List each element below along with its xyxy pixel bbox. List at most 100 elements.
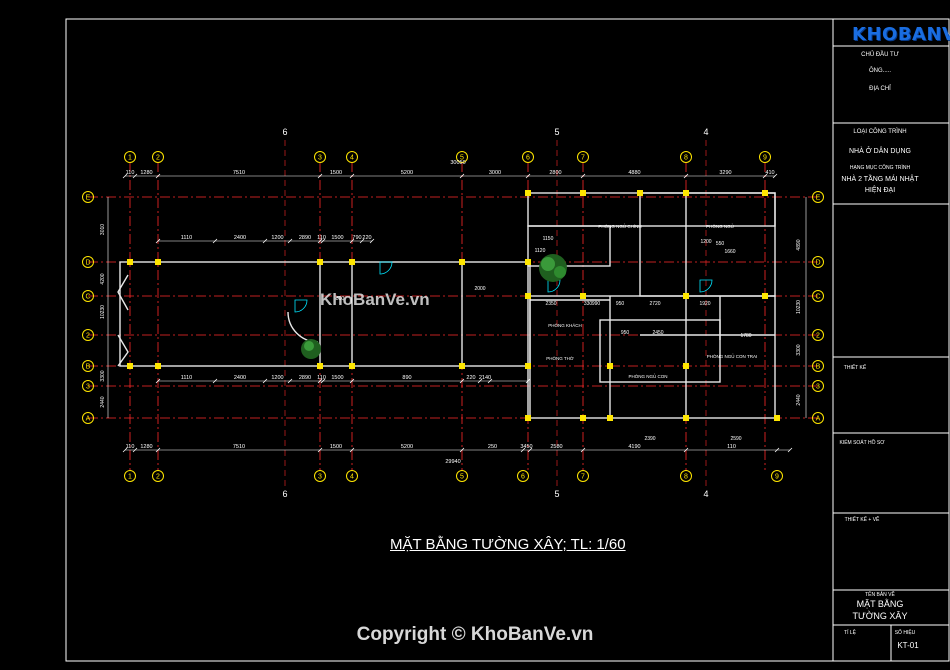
dim-inner-top-tick bbox=[287, 238, 293, 244]
column-post bbox=[317, 259, 323, 265]
copyright-text: Copyright © KhoBanVe.vn bbox=[356, 624, 594, 645]
grid-bubble-label: 4 bbox=[350, 155, 354, 162]
grid-bubble-circle bbox=[517, 470, 529, 482]
dim-bottom-tick bbox=[459, 447, 465, 453]
grid-bubble: 8 bbox=[680, 470, 692, 482]
dim-inner-top-value: 110 bbox=[317, 235, 326, 241]
dim-misc-value: 1200 bbox=[700, 239, 711, 245]
dim-inner-top-tick bbox=[369, 238, 375, 244]
row-bubble-circle bbox=[82, 412, 94, 424]
design-label: THIẾT KẾ bbox=[844, 364, 867, 371]
sheet-no-label: SỐ HIỆU bbox=[895, 628, 916, 636]
grid-bubble: 1 bbox=[124, 470, 136, 482]
grid-bubble-circle bbox=[314, 151, 326, 163]
drawing-frame bbox=[65, 18, 950, 662]
grid-bubble-label: 5 bbox=[460, 155, 464, 162]
column-post bbox=[459, 363, 465, 369]
wall-outline bbox=[527, 192, 776, 227]
sheet-name-2: TƯỜNG XÂY bbox=[853, 611, 908, 621]
grid-bubble-label: 2 bbox=[156, 155, 160, 162]
dim-bottom-value: 1500 bbox=[330, 444, 342, 450]
room-label: PHÒNG THỜ bbox=[546, 355, 574, 361]
door-symbol bbox=[294, 299, 308, 313]
dim-right-value: 3300 bbox=[796, 344, 802, 355]
dim-misc-value: 2390 bbox=[644, 436, 655, 442]
row-bubble-circle bbox=[82, 191, 94, 203]
dim-inner-bottom-value: 2890 bbox=[299, 375, 311, 381]
dim-inner-bottom-value: 1200 bbox=[271, 375, 283, 381]
dim-bottom-value: 110 bbox=[727, 444, 736, 450]
dim-inner-bottom-tick bbox=[349, 378, 355, 384]
dim-bottom-value: 2580 bbox=[550, 444, 562, 450]
dim-misc-value: 1780 bbox=[740, 333, 751, 339]
room-label: PHÒNG NGỦ CHÍNH bbox=[598, 223, 641, 229]
row-bubble-label: B bbox=[816, 364, 821, 371]
scale-label: TỈ LỆ bbox=[844, 628, 857, 636]
dim-left-value: 10230 bbox=[100, 305, 106, 319]
dim-bottom-value: 250 bbox=[488, 444, 497, 450]
row-bubble-circle bbox=[82, 360, 94, 372]
dim-top-value: 2800 bbox=[549, 170, 561, 176]
dim-bottom-tick bbox=[349, 447, 355, 453]
column-post bbox=[127, 259, 133, 265]
dim-misc-value: 990 bbox=[592, 301, 601, 307]
grid-bubble: 8 bbox=[680, 151, 692, 163]
grid-bubble: 4 bbox=[346, 470, 358, 482]
row-bubble-circle bbox=[812, 360, 824, 372]
dim-bottom-value: 110 bbox=[126, 444, 135, 450]
grid-bubble: 4 bbox=[346, 151, 358, 163]
row-bubble-label: E bbox=[86, 195, 91, 202]
grid-bubble-circle bbox=[577, 470, 589, 482]
grid-bubble-label: 1 bbox=[128, 155, 132, 162]
dim-misc-value: 2590 bbox=[730, 436, 741, 442]
wall-outline bbox=[599, 319, 721, 383]
dim-inner-bottom-tick bbox=[212, 378, 218, 384]
dim-left-value: 4200 bbox=[100, 273, 106, 284]
dim-right-value: 10230 bbox=[796, 300, 802, 314]
grid-bubble-label: 8 bbox=[684, 474, 688, 481]
sheet-name-label: TÊN BẢN VẼ bbox=[865, 590, 895, 598]
dim-misc-value: 1150 bbox=[543, 236, 554, 242]
dim-left-value: 3300 bbox=[100, 370, 106, 381]
section-mark: 6 bbox=[282, 489, 287, 499]
grid-bubble: 6 bbox=[522, 151, 534, 163]
dim-top-tick bbox=[317, 173, 323, 179]
dim-bottom-tick bbox=[787, 447, 793, 453]
grid-bubble-circle bbox=[680, 470, 692, 482]
grid-bubble-circle bbox=[124, 470, 136, 482]
plant-symbols bbox=[301, 254, 567, 359]
wall-outline bbox=[527, 225, 611, 267]
dim-top-tick bbox=[683, 173, 689, 179]
row-bubble: C bbox=[82, 290, 94, 302]
dim-right-value: 2440 bbox=[796, 394, 802, 405]
row-bubble: A bbox=[82, 412, 94, 424]
grid-bubble-label: 1 bbox=[128, 474, 132, 481]
dim-top-tick bbox=[580, 173, 586, 179]
dim-inner-bottom-tick bbox=[287, 378, 293, 384]
dim-bottom-tick bbox=[774, 447, 780, 453]
dim-inner-top-value: 2890 bbox=[299, 235, 311, 241]
dim-misc-value: 1120 bbox=[535, 248, 546, 254]
drawn-label: THIẾT KẾ + VẼ bbox=[845, 516, 880, 523]
dim-inner-bottom-value: 2140 bbox=[479, 375, 491, 381]
dim-inner-bottom-tick bbox=[317, 378, 323, 384]
dim-misc-value: 2000 bbox=[474, 286, 485, 292]
row-bubble-label: C bbox=[85, 294, 90, 301]
column-post bbox=[155, 259, 161, 265]
row-bubble-label: D bbox=[815, 260, 820, 267]
section-mark: 6 bbox=[282, 127, 287, 137]
dim-inner-bottom-value: 110 bbox=[317, 375, 326, 381]
grid-bubble-label: 5 bbox=[460, 474, 464, 481]
wall-outline bbox=[529, 295, 776, 419]
dim-bottom-tick bbox=[317, 447, 323, 453]
grid-bubble-label: 3 bbox=[318, 155, 322, 162]
owner-label: CHỦ ĐẦU TƯ bbox=[861, 51, 899, 58]
dim-misc-value: 1920 bbox=[699, 301, 710, 307]
dim-bottom-value: 4190 bbox=[628, 444, 640, 450]
grid-bubble: 5 bbox=[456, 470, 468, 482]
grid-bubble: 5 bbox=[456, 151, 468, 163]
section-mark: 4 bbox=[703, 127, 708, 137]
